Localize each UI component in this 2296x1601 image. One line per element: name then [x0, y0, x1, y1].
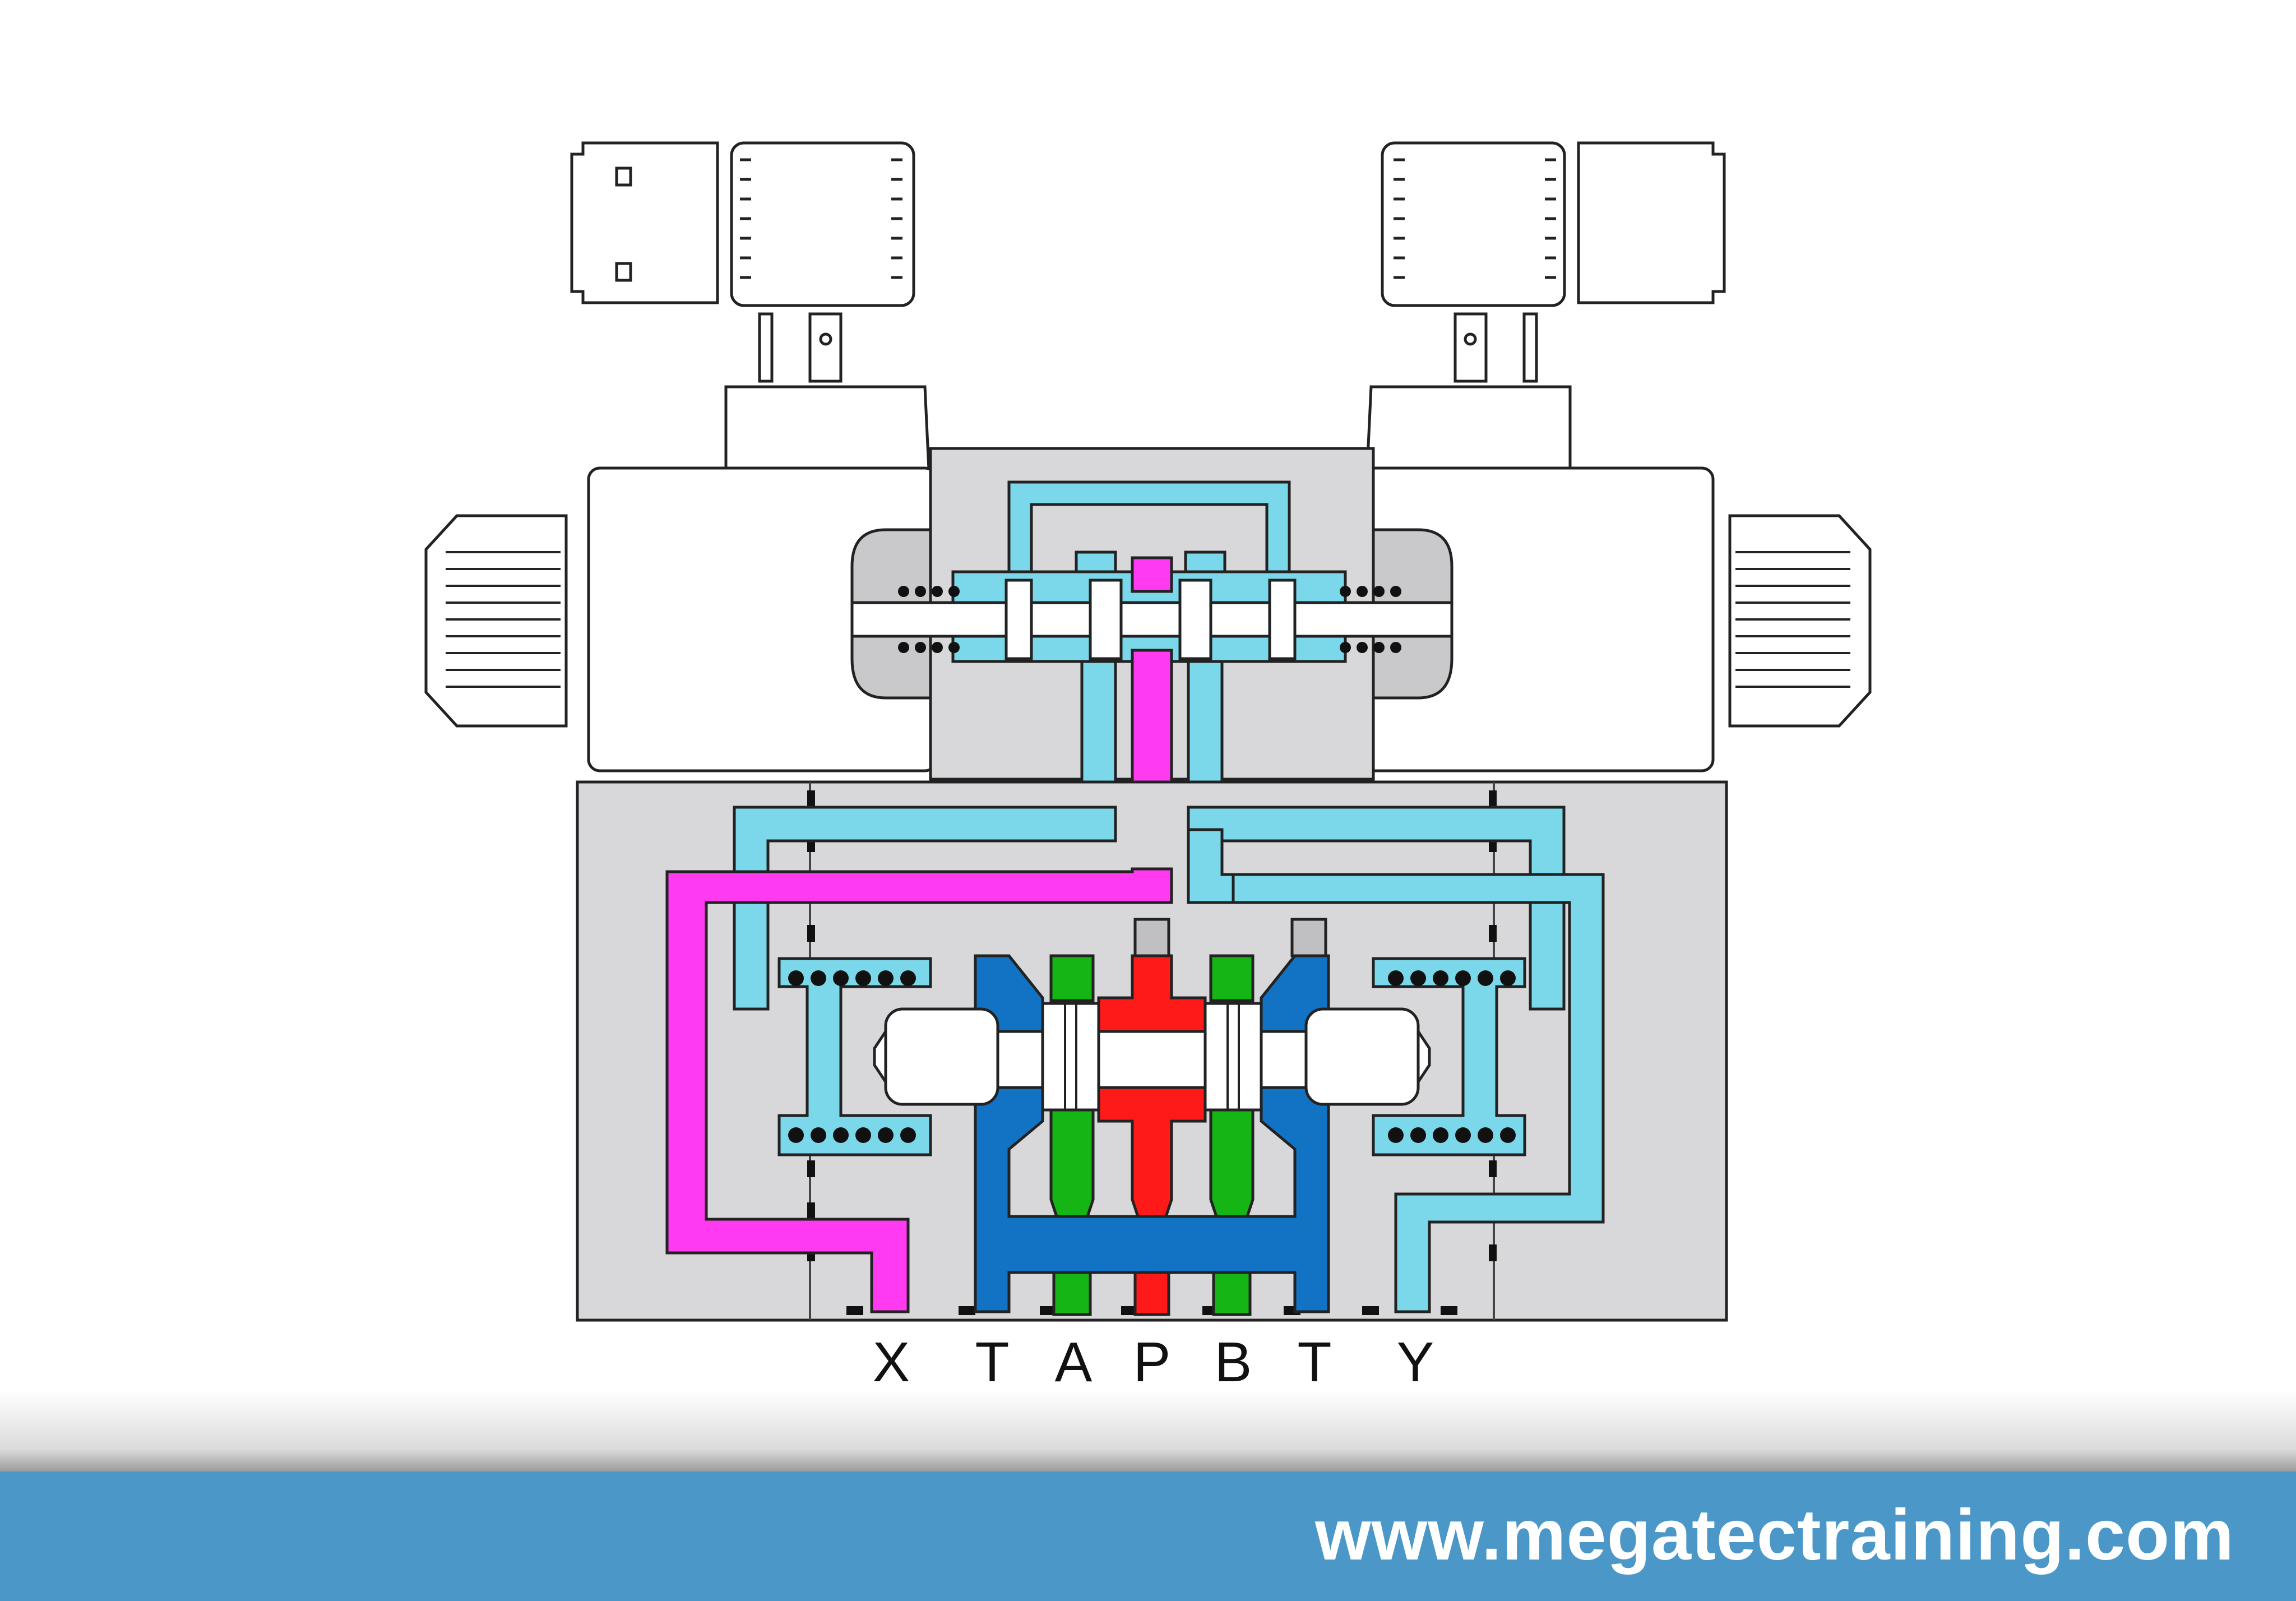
- footer-shadow: [0, 1390, 2296, 1474]
- pilot-springs: [898, 586, 1401, 653]
- right-solenoid-connector: [1364, 141, 1726, 506]
- pilot-spool: [850, 579, 1453, 660]
- pilot-control-lines: [733, 806, 1605, 1313]
- port-label-a: A: [1054, 1331, 1093, 1394]
- port-label-t1: T: [975, 1331, 1010, 1394]
- port-label-x: X: [872, 1331, 910, 1394]
- left-manual-override-knob: [424, 514, 568, 728]
- footer-bar: [0, 1472, 2296, 1601]
- work-ports: [1049, 954, 1255, 1316]
- main-spool: [873, 1002, 1431, 1112]
- left-solenoid-connector: [570, 141, 932, 506]
- port-label-p: P: [1133, 1331, 1171, 1394]
- port-label-b: B: [1214, 1331, 1252, 1394]
- footer-website-url[interactable]: www.megatectraining.com: [1315, 1495, 2234, 1575]
- main-pressure-passage: [1097, 954, 1207, 1316]
- port-label-t2: T: [1297, 1331, 1332, 1394]
- main-springs: [788, 970, 1516, 1143]
- port-label-y: Y: [1396, 1331, 1434, 1394]
- x-port-line: [665, 867, 1173, 1313]
- main-spool-end-chambers: [777, 957, 1526, 1156]
- right-manual-override-knob: [1728, 514, 1872, 728]
- main-spool-caps: [1133, 918, 1327, 957]
